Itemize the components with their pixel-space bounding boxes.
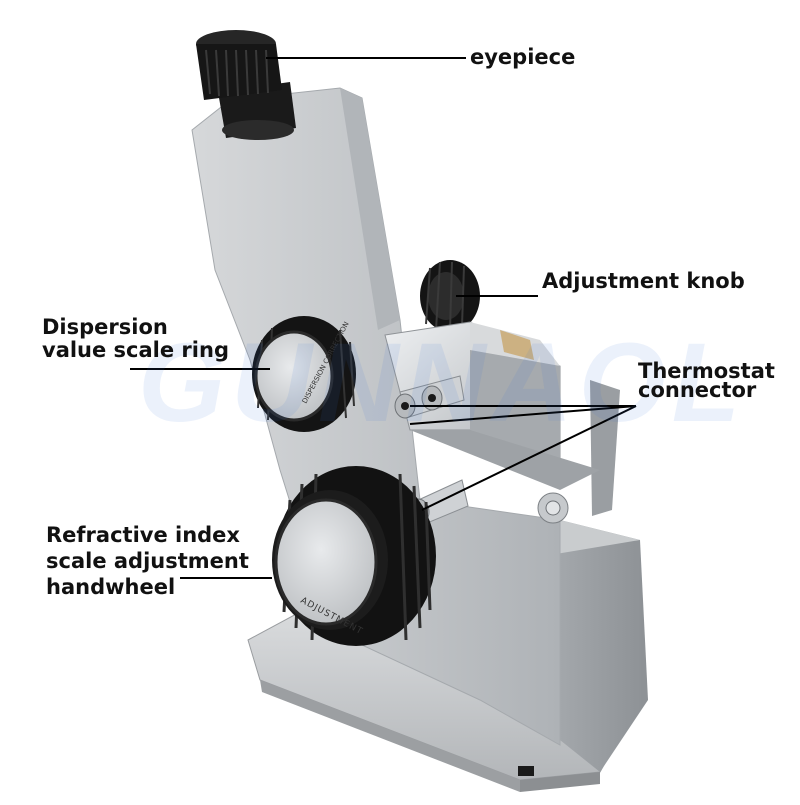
adjustment-knob: [420, 260, 480, 332]
refractive-index-handwheel: ADJUSTMENT: [272, 466, 436, 646]
handwheel-label-line-2: scale adjustment: [46, 549, 249, 573]
thermostat-leader-middle: [409, 405, 637, 425]
leader-lines: [130, 57, 637, 579]
thermostat-label: Thermostat connector: [638, 359, 775, 402]
dispersion-label: Dispersion value scale ring: [42, 316, 229, 362]
dispersion-label-line-1: Dispersion: [42, 315, 168, 339]
dispersion-label-line-2: value scale ring: [42, 338, 229, 362]
dispersion-scale-ring: DISPERSION CORRECTION: [252, 316, 356, 432]
thermostat-leader-lower: [421, 405, 637, 511]
thermostat-connector-upper: [394, 375, 465, 419]
eyepiece: [196, 30, 296, 140]
handwheel-label-line-1: Refractive index: [46, 523, 240, 547]
thermostat-label-line-2: connector: [638, 378, 757, 402]
watermark: GUNNAOL: [138, 320, 747, 445]
handwheel-label: Refractive index scale adjustment handwh…: [46, 522, 249, 600]
adjustment-knob-label: Adjustment knob: [542, 269, 745, 293]
handwheel-label-line-3: handwheel: [46, 575, 176, 599]
prism-housing: [384, 321, 620, 516]
eyepiece-label: eyepiece: [470, 45, 576, 69]
side-screw: [537, 492, 569, 524]
thermostat-label-line-1: Thermostat: [638, 359, 775, 383]
